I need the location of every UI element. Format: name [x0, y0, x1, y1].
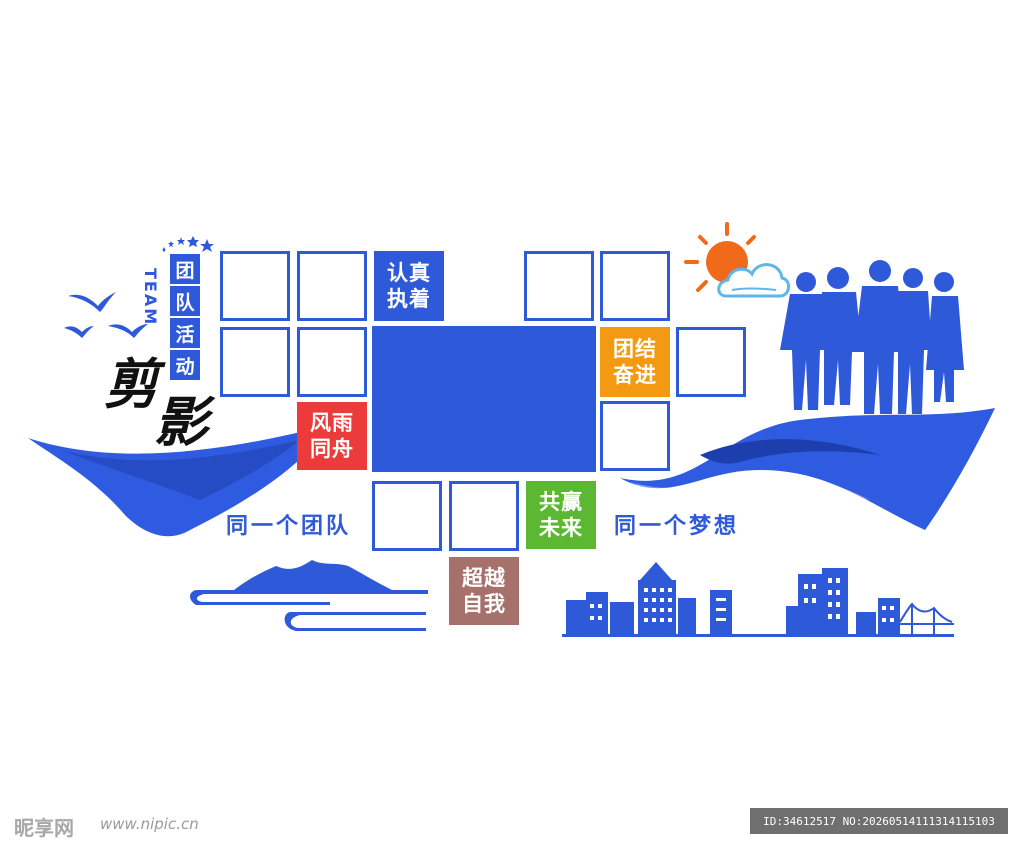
tile-text: 奋进: [613, 363, 657, 387]
team-label: TEAM: [141, 268, 160, 327]
tile-text: 共赢: [539, 490, 583, 514]
city-skyline-icon: [562, 562, 954, 637]
title-char-4: 动: [170, 350, 200, 380]
tile-text: 团结: [613, 337, 657, 361]
tile-text: 自我: [462, 592, 506, 616]
tile-tuanjie: 团结 奋进: [600, 327, 670, 397]
tile-renzhen: 认真 执着: [374, 251, 444, 321]
photo-frame[interactable]: [676, 327, 746, 397]
cloud-icon: [717, 263, 790, 298]
title-char-1: 团: [170, 254, 200, 284]
bridge-icon: [898, 602, 954, 634]
star-icon: [162, 236, 214, 252]
photo-frame[interactable]: [600, 251, 670, 321]
title-char-3: 活: [170, 318, 200, 348]
main-photo-area[interactable]: [372, 326, 596, 472]
tile-fengyu: 风雨 同舟: [297, 402, 367, 470]
photo-frame[interactable]: [372, 481, 442, 551]
calligraphy-char-1: 剪: [104, 352, 158, 416]
slogan-left: 同一个团队: [226, 514, 352, 539]
photo-frame[interactable]: [297, 251, 367, 321]
photo-frame[interactable]: [220, 327, 290, 397]
people-silhouette-icon: [780, 260, 964, 414]
photo-frame[interactable]: [220, 251, 290, 321]
right-wave: [620, 408, 995, 530]
tile-text: 同舟: [310, 437, 354, 461]
bird-icon: [64, 292, 148, 338]
calligraphy-char-2: 影: [154, 390, 208, 454]
tile-text: 风雨: [310, 411, 354, 435]
tile-text: 认真: [387, 261, 431, 285]
watermark-id: ID:34612517 NO:20260514111314115103: [750, 808, 1008, 834]
tile-text: 未来: [539, 516, 583, 540]
title-char-2: 队: [170, 286, 200, 316]
photo-frame[interactable]: [449, 481, 519, 551]
watermark-url: www.nipic.cn: [100, 815, 199, 833]
slogan-right: 同一个梦想: [614, 514, 740, 539]
city-windows: [590, 578, 894, 622]
photo-frame[interactable]: [600, 401, 670, 471]
tile-chaoyue: 超越 自我: [449, 557, 519, 625]
tile-text: 超越: [462, 566, 506, 590]
left-wave: [28, 425, 330, 537]
watermark-logo: 昵享网: [14, 816, 74, 840]
photo-frame[interactable]: [297, 327, 367, 397]
tile-gongying: 共赢 未来: [526, 481, 596, 549]
photo-frame[interactable]: [524, 251, 594, 321]
tile-text: 执着: [387, 287, 431, 311]
mountain-icon: [190, 560, 428, 631]
